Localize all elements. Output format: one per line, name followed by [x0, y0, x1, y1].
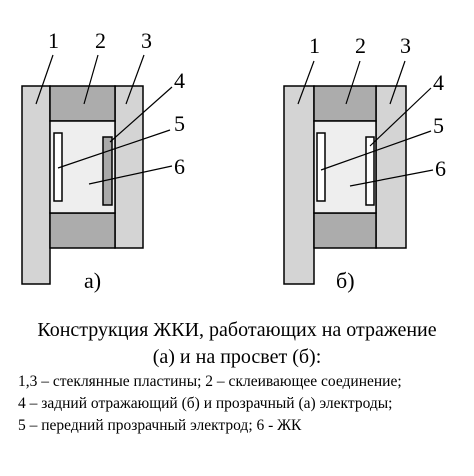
label-3-a: 3	[141, 28, 152, 53]
glass-plate-1-b	[283, 85, 315, 285]
label-1-b: 1	[309, 33, 320, 58]
leader-6-b	[349, 169, 434, 187]
legend-line-2: 4 – задний отражающий (б) и прозрачный (…	[18, 395, 393, 412]
leader-1-b	[297, 60, 315, 105]
sealant-bottom-b	[313, 212, 377, 249]
glass-plate-1-a	[21, 85, 51, 285]
leader-3-b	[389, 60, 406, 105]
caption-title: Конструкция ЖКИ, работающих на отражение	[37, 319, 437, 341]
label-6-a: 6	[174, 154, 185, 179]
leader-4-b	[369, 87, 432, 147]
sealant-top-a	[49, 85, 116, 122]
leader-2-b	[345, 60, 361, 105]
legend-line-1: 1,3 – стеклянные пластины; 2 – склеивающ…	[18, 373, 402, 390]
leader-5-a	[57, 129, 171, 169]
leader-6-a	[88, 165, 173, 185]
back-electrode-a	[102, 136, 113, 206]
sealant-bottom-a	[49, 212, 116, 249]
label-1-a: 1	[48, 28, 59, 53]
glass-plate-3-a	[114, 85, 144, 249]
label-6-b: 6	[435, 156, 446, 181]
panel-a-label: а)	[84, 268, 101, 293]
label-4-a: 4	[174, 68, 185, 93]
label-5-b: 5	[433, 113, 444, 138]
leader-3-a	[125, 54, 145, 105]
label-2-a: 2	[95, 28, 106, 53]
glass-plate-3-b	[375, 85, 407, 249]
caption-subtitle: (а) и на просвет (б):	[152, 346, 322, 368]
front-electrode-b	[316, 132, 326, 202]
panel-b: 1 2 3 4 5 6 б)	[283, 33, 446, 293]
label-5-a: 5	[174, 111, 185, 136]
panel-b-label: б)	[336, 268, 355, 293]
label-4-b: 4	[433, 70, 444, 95]
label-3-b: 3	[400, 33, 411, 58]
leader-5-b	[320, 130, 432, 171]
leader-4-a	[109, 86, 173, 143]
label-2-b: 2	[355, 33, 366, 58]
panel-a: 1 2 3 4 5 6 а)	[21, 28, 185, 293]
leader-1-a	[35, 54, 54, 105]
back-electrode-b	[365, 136, 375, 206]
leader-2-a	[83, 54, 99, 105]
sealant-top-b	[313, 85, 377, 122]
legend-line-3: 5 – передний прозрачный электрод; 6 - ЖК	[18, 417, 302, 434]
